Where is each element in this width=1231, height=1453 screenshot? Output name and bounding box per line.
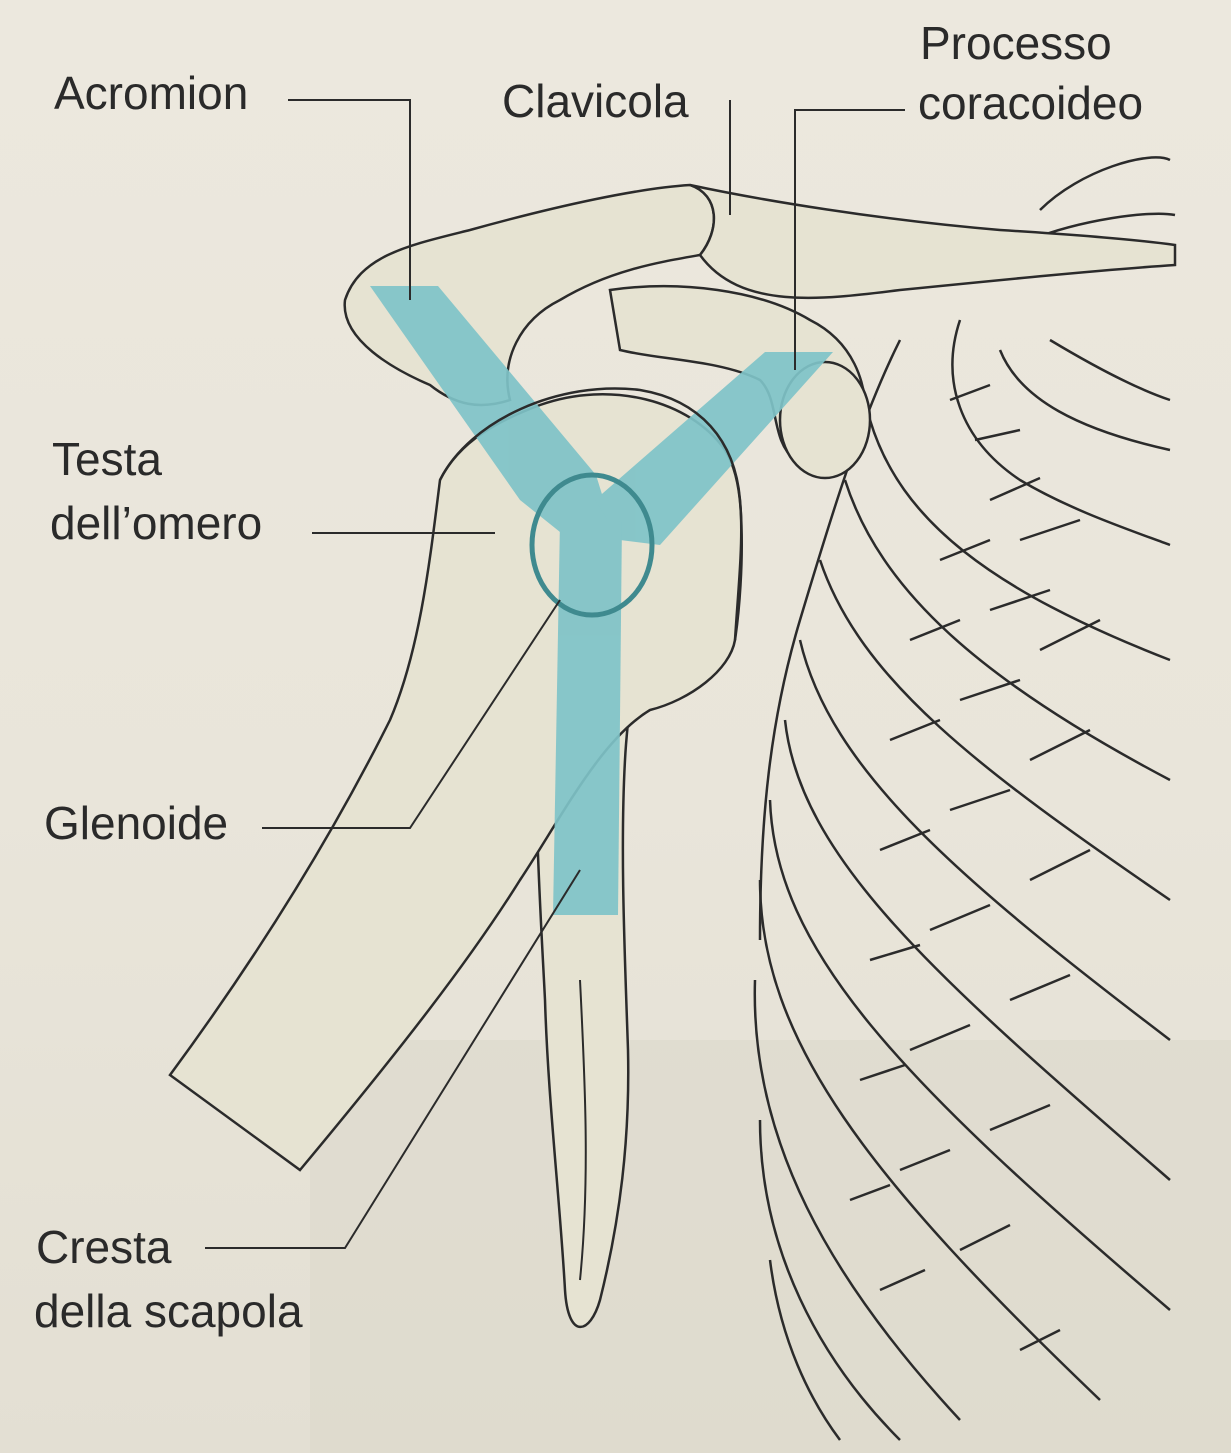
coracoid-tip (778, 360, 872, 480)
label-clavicola: Clavicola (502, 75, 689, 127)
label-glenoide: Glenoide (44, 797, 229, 849)
leader-acromion (288, 99, 411, 300)
clavicle-bone (689, 183, 1177, 300)
rib-cage (753, 156, 1176, 1441)
y-highlight (370, 286, 833, 915)
leader-cresta (205, 869, 581, 1249)
humeral-head-outline (438, 387, 743, 641)
label-testa-line1: Testa (52, 433, 162, 485)
label-testa-line2: dell’omero (50, 497, 263, 549)
leader-processo (794, 109, 905, 370)
scapula-inner-line (579, 979, 587, 1281)
leader-glenoide (262, 599, 561, 829)
label-cresta-line1: Cresta (36, 1221, 172, 1273)
label-acromion: Acromion (54, 67, 249, 119)
label-cresta-line2: della scapola (34, 1285, 303, 1337)
label-processo-line1: Processo (920, 17, 1112, 69)
glenoid-circle (529, 472, 655, 618)
leader-lines (205, 99, 905, 1249)
label-processo-line2: coracoideo (918, 77, 1144, 129)
background-shade (310, 1040, 1231, 1453)
